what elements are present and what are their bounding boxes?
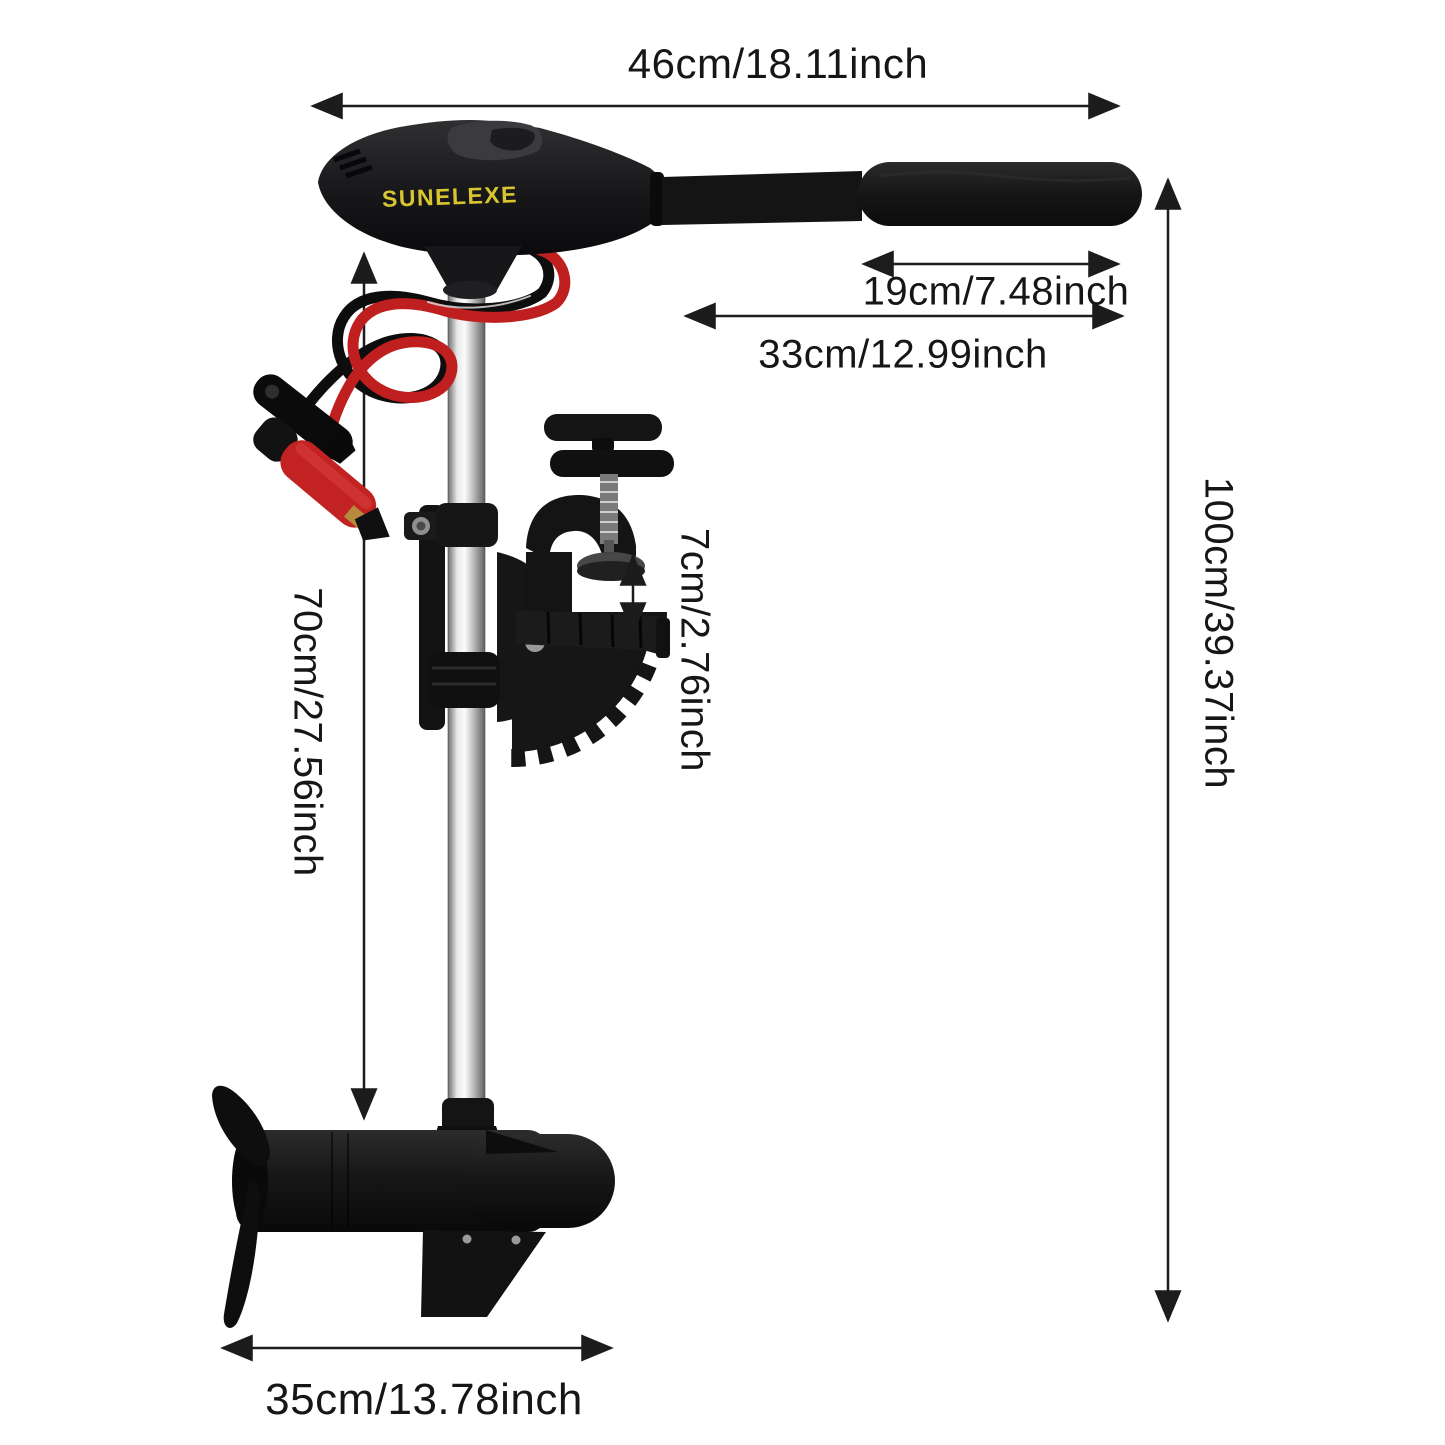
battery-clamp-red bbox=[253, 417, 390, 541]
power-cables bbox=[294, 240, 571, 484]
vent-slats bbox=[333, 148, 373, 179]
dimension-arrows bbox=[220, 92, 1182, 1362]
lower-collar bbox=[428, 652, 500, 708]
depth-collar bbox=[436, 503, 498, 547]
battery-clamp-black bbox=[253, 374, 356, 464]
dim-shaft-length-label: 70cm/27.56inch bbox=[285, 587, 330, 877]
threaded-rod bbox=[600, 474, 618, 544]
steering-cable bbox=[427, 295, 531, 309]
pod-nose-cone bbox=[460, 1134, 615, 1228]
transom-mount-bracket bbox=[404, 414, 674, 767]
motor-shaft bbox=[447, 287, 486, 1141]
propeller-blade-top bbox=[212, 1085, 270, 1167]
head-neck bbox=[424, 246, 522, 290]
propeller-blade-bottom bbox=[223, 1180, 260, 1329]
skeg-fin bbox=[421, 1230, 546, 1317]
dim-grip-length-label: 19cm/7.48inch bbox=[862, 269, 1130, 314]
motor-pod bbox=[212, 1085, 615, 1329]
dim-overall-height-label: 100cm/39.37inch bbox=[1196, 476, 1241, 790]
dim-clamp-opening-label: 7cm/2.76inch bbox=[672, 528, 717, 772]
clamp-jaw-plate bbox=[516, 610, 666, 651]
dim-motor-length-label: 35cm/13.78inch bbox=[265, 1375, 583, 1424]
tiller-handle-grip bbox=[858, 162, 1142, 226]
tiller-arm bbox=[662, 171, 862, 225]
motor-head bbox=[318, 119, 664, 299]
tiller-handle bbox=[650, 162, 1142, 226]
brand-logo: SUNELEXE bbox=[381, 181, 519, 212]
t-handle-upper bbox=[544, 414, 662, 441]
dim-handle-length-label: 33cm/12.99inch bbox=[758, 332, 1048, 377]
dim-overall-width-label: 46cm/18.11inch bbox=[627, 40, 929, 87]
t-handle-lower bbox=[550, 450, 674, 477]
